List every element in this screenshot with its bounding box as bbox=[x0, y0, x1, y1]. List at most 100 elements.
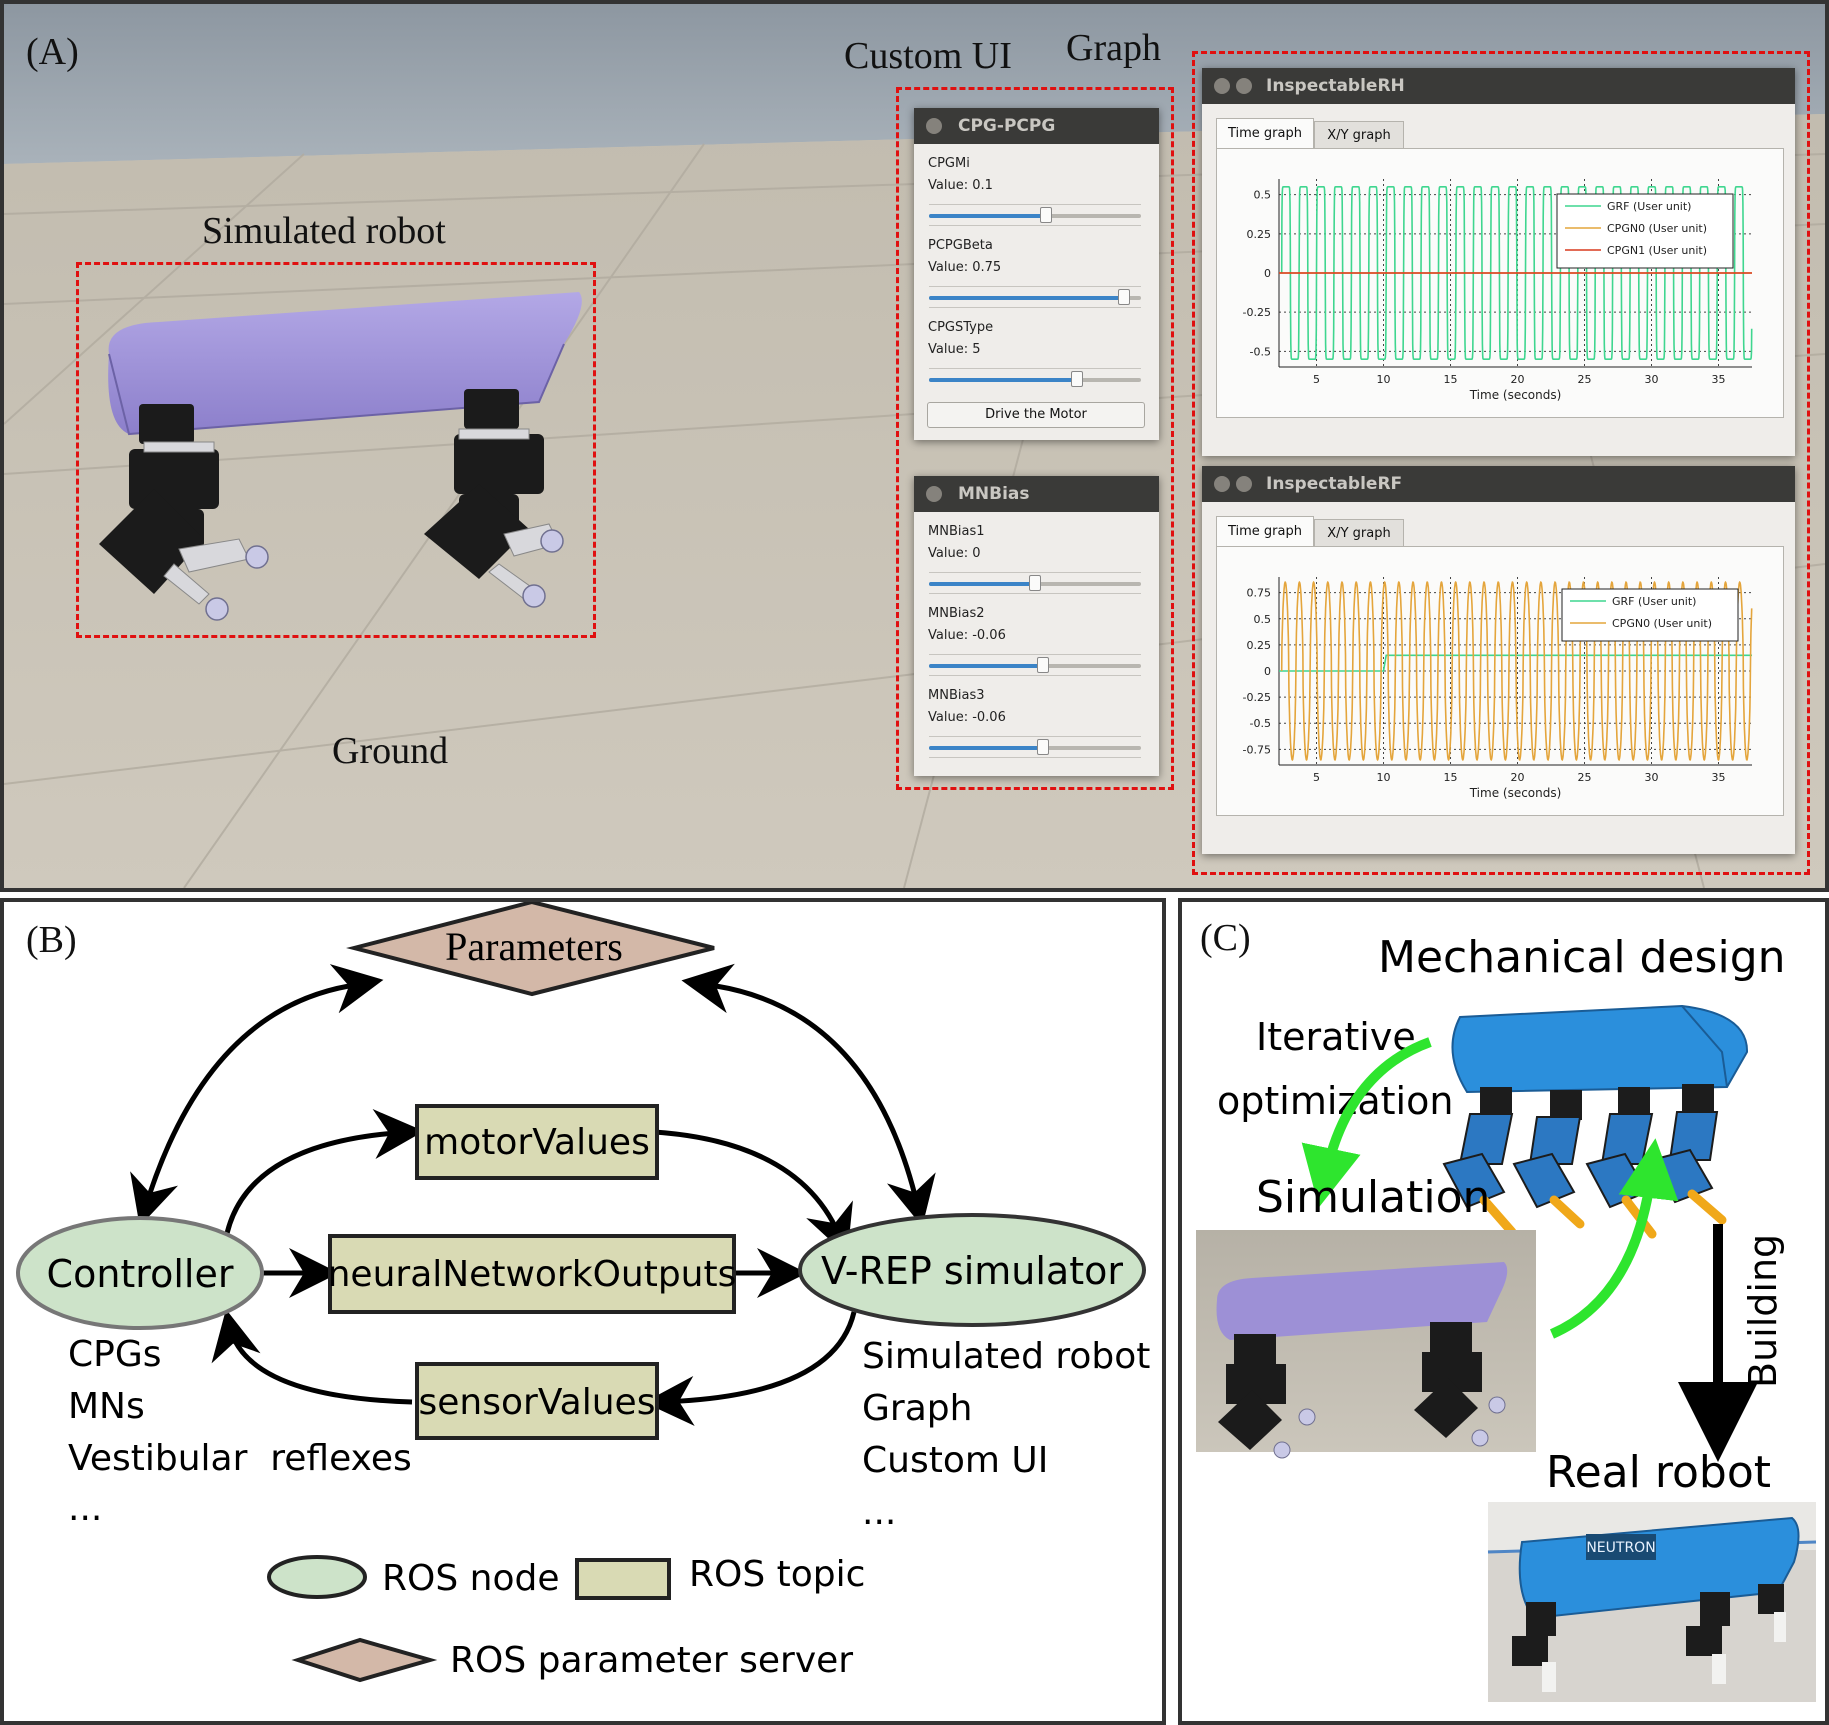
slider-name: CPGMi bbox=[928, 156, 970, 171]
mnbias3-slider[interactable] bbox=[929, 739, 1141, 755]
motor-values-topic bbox=[415, 1104, 659, 1180]
tab-xy-graph[interactable]: X/Y graph bbox=[1314, 519, 1404, 546]
motor-simulator-arrow bbox=[653, 1129, 853, 1257]
window-menu-icon[interactable] bbox=[1236, 476, 1252, 492]
drive-motor-button[interactable]: Drive the Motor bbox=[927, 402, 1145, 428]
x-tick-label: 10 bbox=[1377, 373, 1391, 386]
pcpgbeta-slider[interactable] bbox=[929, 289, 1141, 305]
y-tick-label: 0.25 bbox=[1247, 228, 1272, 241]
slider-handle[interactable] bbox=[1037, 739, 1050, 755]
slider-value: Value: -0.06 bbox=[928, 628, 1006, 643]
x-tick-label: 35 bbox=[1712, 373, 1726, 386]
legend-param-swatch bbox=[291, 1637, 438, 1683]
x-tick-label: 25 bbox=[1578, 373, 1592, 386]
real-robot-photo bbox=[1487, 1502, 1817, 1702]
mnbias-titlebar[interactable]: MNBias bbox=[914, 476, 1159, 512]
mnbias1-slider[interactable] bbox=[929, 575, 1141, 591]
simulator-item: Graph bbox=[862, 1388, 972, 1429]
legend-topic-label: ROS topic bbox=[689, 1554, 865, 1595]
window-menu-icon[interactable] bbox=[926, 486, 942, 502]
slider-value: Value: 0.1 bbox=[928, 178, 993, 193]
simulator-item: ... bbox=[862, 1492, 896, 1533]
x-tick-label: 15 bbox=[1444, 771, 1458, 784]
param-controller-arrow bbox=[130, 964, 384, 1227]
inspectable-rh-titlebar[interactable]: InspectableRH bbox=[1202, 68, 1795, 104]
legend-box bbox=[1561, 588, 1739, 642]
param-simulator-arrow bbox=[681, 963, 936, 1227]
y-tick-label: -0.5 bbox=[1250, 345, 1271, 358]
simulator-sensor-arrow bbox=[644, 1311, 857, 1426]
y-tick-label: 0.5 bbox=[1254, 613, 1272, 626]
close-icon[interactable] bbox=[1214, 78, 1230, 94]
legend-label: CPGN1 (User unit) bbox=[1607, 244, 1707, 257]
building-label: Building bbox=[1741, 1234, 1785, 1388]
ros-architecture-diagram: Parameters Controller V-REP simulator mo… bbox=[16, 902, 1150, 1683]
neural-outputs-topic bbox=[328, 1234, 736, 1314]
slider-handle[interactable] bbox=[1029, 575, 1041, 591]
inspectable-rf-titlebar[interactable]: InspectableRF bbox=[1202, 466, 1795, 502]
controller-item: Vestibular reflexes bbox=[68, 1438, 412, 1479]
slider-ticks bbox=[929, 757, 1141, 762]
y-tick-label: 0.5 bbox=[1254, 189, 1272, 202]
simulation-return-arrow bbox=[1549, 1138, 1679, 1339]
mnbias-title: MNBias bbox=[958, 484, 1030, 504]
slider-handle[interactable] bbox=[1118, 289, 1131, 305]
graph-tabs: Time graph X/Y graph bbox=[1216, 118, 1784, 150]
legend-node-swatch bbox=[267, 1555, 367, 1599]
slider-ticks bbox=[929, 225, 1141, 230]
window-menu-icon[interactable] bbox=[1236, 78, 1252, 94]
inspectable-rf-title: InspectableRF bbox=[1266, 474, 1403, 494]
cpg-pcpg-titlebar[interactable]: CPG-PCPG bbox=[914, 108, 1159, 144]
parameters-label: Parameters bbox=[445, 924, 623, 969]
legend-param-label: ROS parameter server bbox=[450, 1640, 853, 1681]
close-icon[interactable] bbox=[1214, 476, 1230, 492]
y-tick-label: -0.5 bbox=[1250, 717, 1271, 730]
design-cycle-diagram: Mechanical design bbox=[1196, 932, 1817, 1702]
slider-name: MNBias3 bbox=[928, 688, 985, 703]
slider-handle[interactable] bbox=[1039, 207, 1052, 223]
simulator-item: Custom UI bbox=[862, 1440, 1048, 1481]
slider-ticks bbox=[929, 204, 1141, 209]
optimization-arrow bbox=[1301, 1037, 1432, 1208]
panel-c-label: (C) bbox=[1200, 917, 1251, 959]
controller-item: ... bbox=[68, 1488, 102, 1529]
graph-tabs: Time graph X/Y graph bbox=[1216, 516, 1784, 548]
tab-time-graph[interactable]: Time graph bbox=[1216, 516, 1314, 546]
legend-topic-swatch bbox=[575, 1558, 671, 1600]
series-line bbox=[1280, 580, 1753, 762]
legend-label: CPGN0 (User unit) bbox=[1607, 222, 1707, 235]
cpg-pcpg-window: CPG-PCPG CPGMi Value: 0.1 PCPGBeta Value… bbox=[914, 108, 1159, 440]
ground-label: Ground bbox=[332, 730, 449, 772]
slider-ticks bbox=[929, 736, 1141, 741]
slider-name: MNBias1 bbox=[928, 524, 985, 539]
inspectable-rh-title: InspectableRH bbox=[1266, 76, 1405, 96]
controller-label: Controller bbox=[47, 1252, 234, 1296]
panel-a: (A) Simulated robot Ground Custom UI Gra… bbox=[0, 0, 1829, 892]
slider-handle[interactable] bbox=[1037, 657, 1050, 673]
y-tick-label: 0 bbox=[1264, 267, 1271, 280]
y-tick-label: 0.75 bbox=[1247, 587, 1272, 600]
sensor-values-label: sensorValues bbox=[419, 1382, 656, 1423]
mnbias2-slider[interactable] bbox=[929, 657, 1141, 673]
y-tick-label: -0.25 bbox=[1243, 306, 1271, 319]
parameters-node bbox=[346, 902, 715, 997]
slider-value: Value: 0.75 bbox=[928, 260, 1002, 275]
tab-xy-graph[interactable]: X/Y graph bbox=[1314, 121, 1404, 148]
simulation-label: Simulation bbox=[1256, 1172, 1490, 1223]
y-tick-label: 0.25 bbox=[1247, 639, 1272, 652]
tab-time-graph[interactable]: Time graph bbox=[1216, 118, 1314, 148]
legend-node-label: ROS node bbox=[382, 1558, 560, 1599]
simulator-node bbox=[798, 1213, 1146, 1327]
neural-outputs-label: neuralNetworkOutputs bbox=[328, 1254, 737, 1295]
x-tick-label: 10 bbox=[1377, 771, 1391, 784]
window-menu-icon[interactable] bbox=[926, 118, 942, 134]
slider-handle[interactable] bbox=[1071, 371, 1084, 387]
cpgmi-slider[interactable] bbox=[929, 207, 1141, 223]
slider-ticks bbox=[929, 654, 1141, 659]
legend-label: GRF (User unit) bbox=[1612, 595, 1696, 608]
cpgstype-slider[interactable] bbox=[929, 371, 1141, 387]
